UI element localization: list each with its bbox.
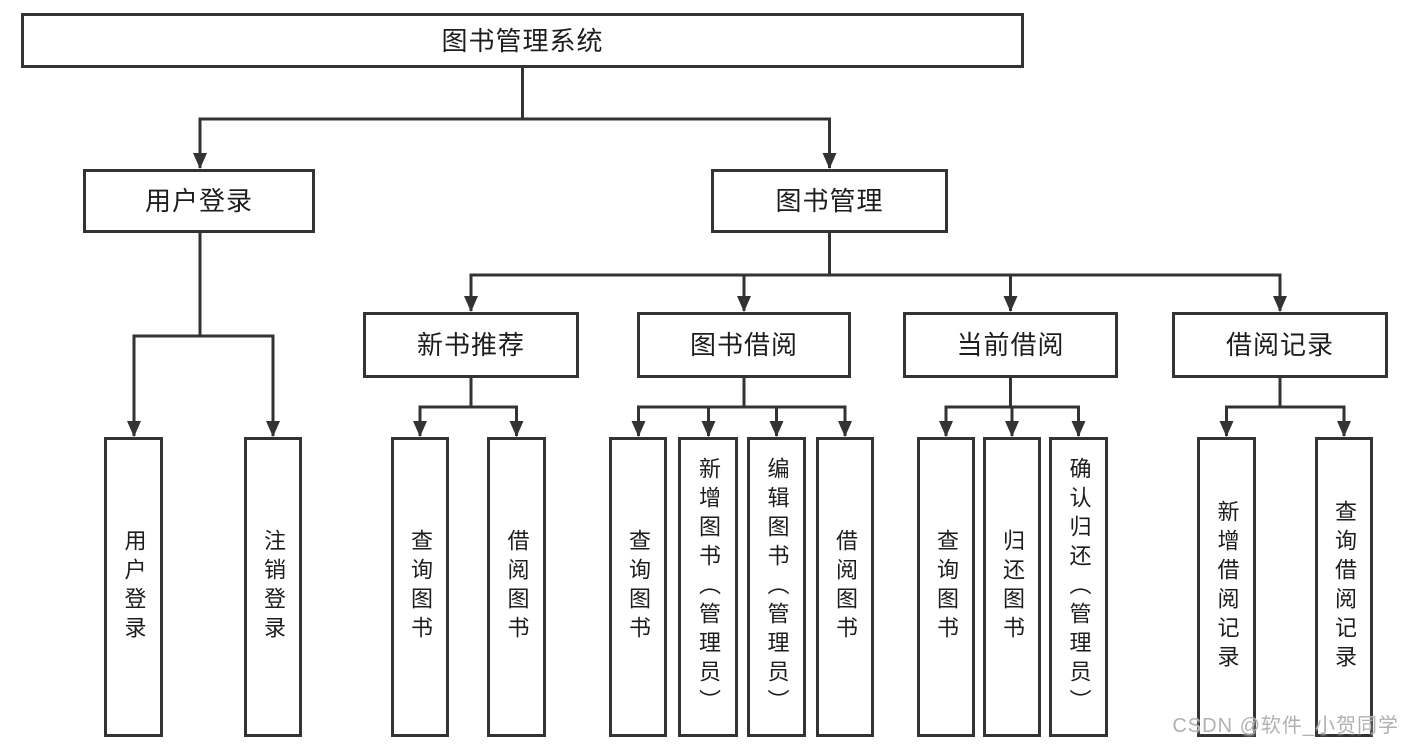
leaf-query-books-recommend: 查询图书 [391, 437, 449, 737]
connector-userlogin-branch [134, 233, 273, 338]
leaf-add-book-admin-label: 新增图书（管理员） [696, 456, 721, 718]
leaf-borrow-books-recommend: 借阅图书 [487, 437, 546, 737]
watermark: CSDN @软件_小贺同学 [1172, 715, 1399, 737]
leaf-edit-book-admin-label: 编辑图书（管理员） [764, 456, 790, 718]
connector-recommend-branch [420, 378, 517, 409]
connector-borrowing-branch [638, 378, 845, 409]
leaf-add-book-admin: 新增图书（管理员） [678, 437, 738, 737]
leaf-borrow-books-borrowing: 借阅图书 [816, 437, 874, 737]
node-borrowing-records: 借阅记录 [1172, 312, 1388, 378]
leaf-query-books-current: 查询图书 [917, 437, 975, 737]
connector-records-branch [1226, 378, 1344, 409]
leaf-query-borrow-record-label: 查询借阅记录 [1332, 500, 1357, 674]
leaf-confirm-return-admin: 确认归还（管理员） [1049, 437, 1108, 737]
leaf-borrow-books-recommend-label: 借阅图书 [504, 529, 530, 645]
leaf-return-books-label: 归还图书 [1000, 529, 1025, 645]
leaf-query-borrow-record: 查询借阅记录 [1315, 437, 1373, 737]
node-new-book-recommendation-label: 新书推荐 [416, 330, 525, 360]
leaf-user-login-label: 用户登录 [121, 529, 147, 645]
leaf-user-login: 用户登录 [104, 437, 163, 737]
node-root: 图书管理系统 [21, 13, 1024, 68]
node-borrowing-records-label: 借阅记录 [1225, 330, 1334, 360]
node-book-management: 图书管理 [711, 169, 948, 233]
leaf-confirm-return-admin-label: 确认归还（管理员） [1066, 456, 1092, 718]
node-user-login: 用户登录 [83, 169, 315, 233]
connector-root-to-level2 [200, 68, 830, 121]
leaf-query-books-borrowing-label: 查询图书 [626, 529, 651, 645]
leaf-logout-login: 注销登录 [244, 437, 302, 737]
leaf-add-borrow-record-label: 新增借阅记录 [1214, 500, 1240, 674]
node-book-borrowing-label: 图书借阅 [689, 330, 798, 360]
connector-bookmgmt-to-level3 [471, 233, 1280, 277]
leaf-edit-book-admin: 编辑图书（管理员） [747, 437, 806, 737]
leaf-query-books-borrowing: 查询图书 [609, 437, 667, 737]
node-book-management-label: 图书管理 [775, 186, 884, 216]
node-user-login-label: 用户登录 [144, 186, 253, 216]
leaf-logout-login-label: 注销登录 [261, 529, 286, 645]
node-current-borrowing-label: 当前借阅 [956, 330, 1065, 360]
leaf-return-books: 归还图书 [983, 437, 1041, 737]
node-new-book-recommendation: 新书推荐 [363, 312, 579, 378]
leaf-query-books-current-label: 查询图书 [934, 529, 959, 645]
leaf-borrow-books-borrowing-label: 借阅图书 [833, 529, 858, 645]
node-root-label: 图书管理系统 [441, 25, 604, 56]
node-book-borrowing: 图书借阅 [637, 312, 851, 378]
leaf-add-borrow-record: 新增借阅记录 [1197, 437, 1256, 737]
connector-current-branch [946, 378, 1079, 409]
leaf-query-books-recommend-label: 查询图书 [408, 529, 433, 645]
node-current-borrowing: 当前借阅 [903, 312, 1118, 378]
